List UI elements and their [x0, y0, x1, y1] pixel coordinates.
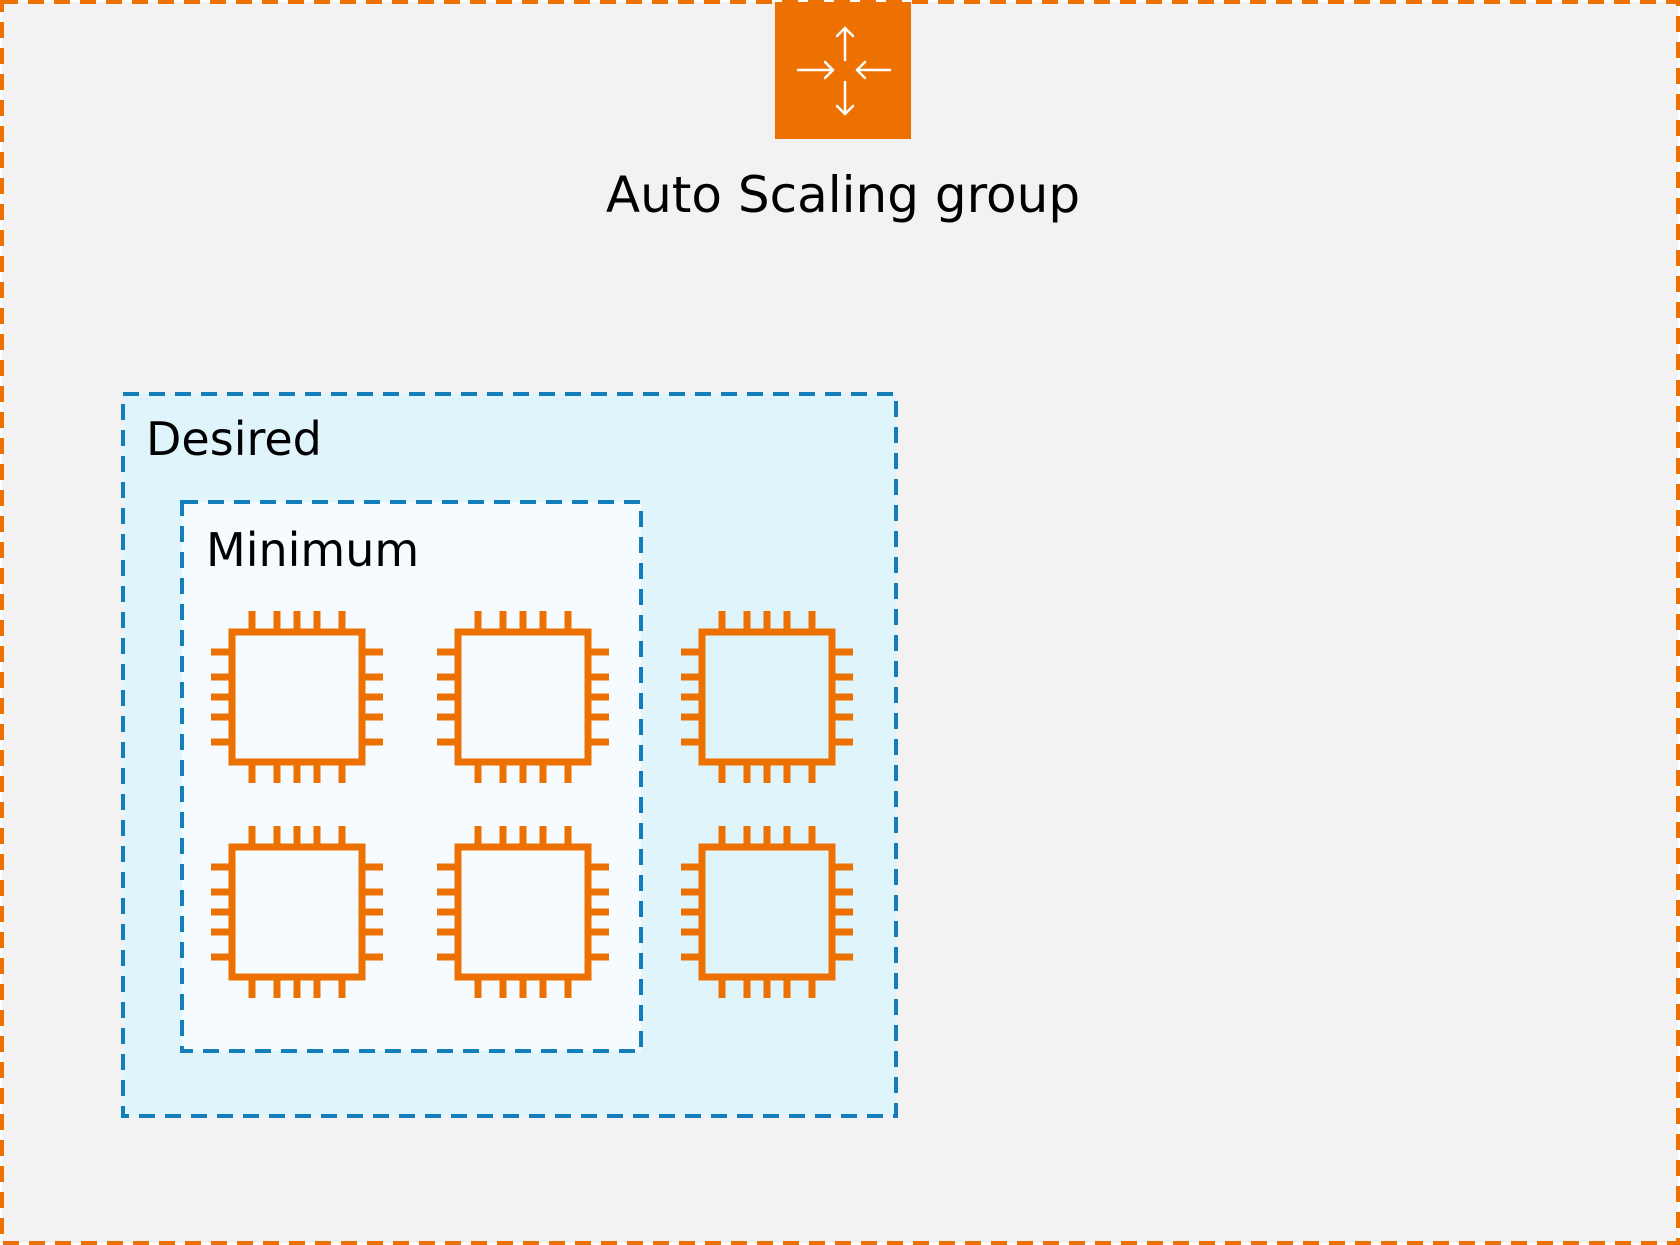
desired-label: Desired [146, 412, 322, 466]
auto-scaling-icon [775, 2, 911, 139]
auto-scaling-group-label: Auto Scaling group [606, 166, 1080, 224]
minimum-label: Minimum [206, 523, 419, 577]
